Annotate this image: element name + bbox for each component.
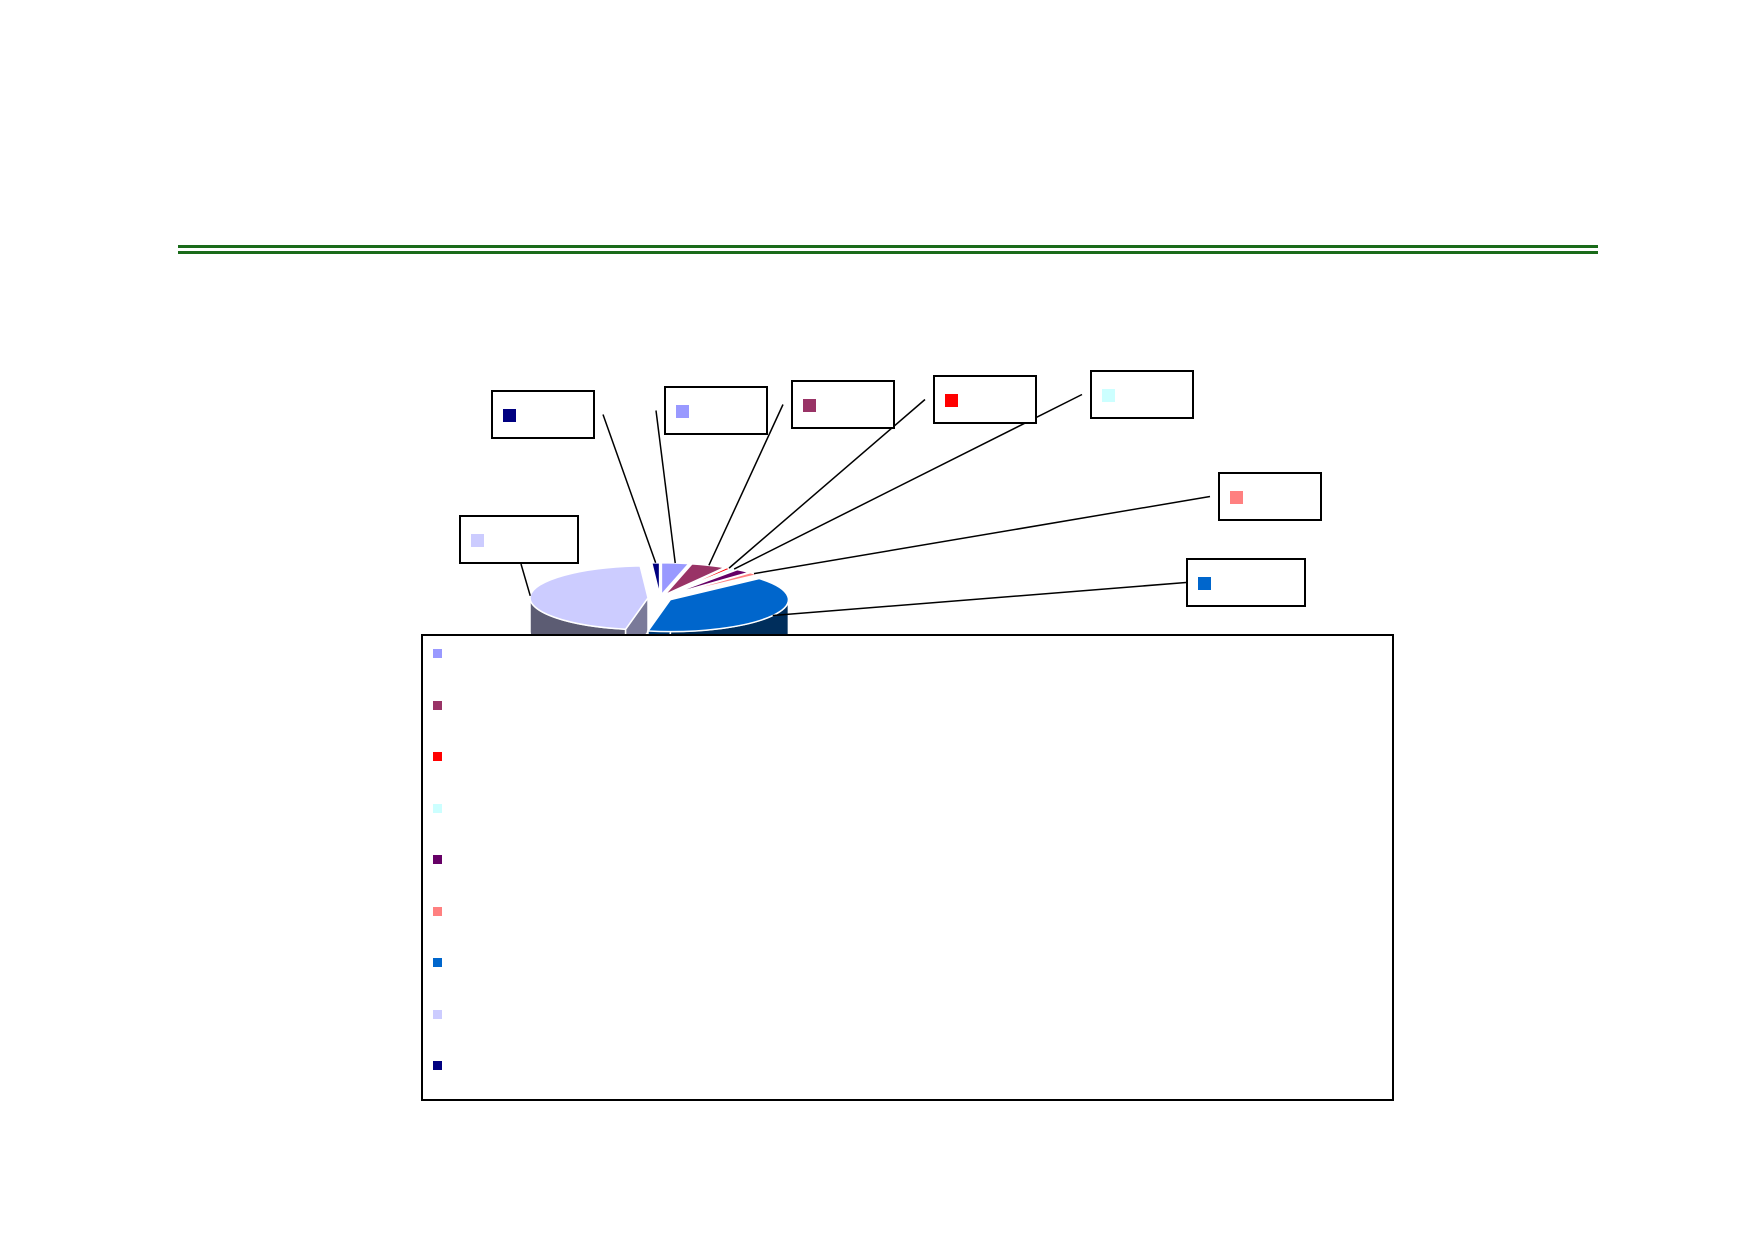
leader-line-2	[708, 404, 784, 566]
legend-swatch	[433, 752, 442, 761]
data-label-swatch	[803, 398, 816, 412]
leader-line-8	[520, 563, 531, 597]
data-label-swatch	[1102, 388, 1115, 402]
legend-swatch	[433, 649, 442, 658]
data-label-swatch	[676, 404, 689, 418]
data-label-1	[664, 386, 768, 435]
legend-swatch	[433, 906, 442, 916]
data-label-swatch	[1230, 490, 1243, 504]
data-label-swatch	[945, 393, 958, 407]
header-rule-bottom	[178, 251, 1598, 254]
legend-swatch	[433, 1009, 442, 1019]
legend-swatch	[433, 958, 442, 967]
data-label-swatch	[471, 533, 484, 547]
pie-slices	[529, 561, 790, 636]
data-label-swatch	[1198, 576, 1211, 590]
header-rule-top	[178, 245, 1598, 248]
data-label-2	[791, 380, 895, 429]
legend-swatch	[433, 700, 442, 710]
legend-swatch	[433, 1061, 442, 1070]
pie-slice-9	[650, 561, 661, 595]
data-label-6	[1218, 472, 1322, 521]
data-label-4	[1090, 370, 1194, 419]
leader-line-7	[772, 581, 1187, 617]
data-label-9	[491, 390, 595, 439]
pie-slice-7	[646, 577, 790, 633]
pie-slice-6	[668, 571, 761, 597]
leader-line-6	[753, 495, 1211, 575]
data-label-7	[1186, 558, 1306, 607]
data-label-8	[459, 515, 579, 564]
chart-legend	[421, 634, 1394, 1101]
leader-line-1	[655, 410, 676, 564]
data-label-3	[933, 375, 1037, 424]
leader-line-9	[602, 414, 657, 564]
legend-swatch	[433, 803, 442, 813]
legend-swatch	[433, 855, 442, 864]
data-label-swatch	[503, 408, 516, 422]
